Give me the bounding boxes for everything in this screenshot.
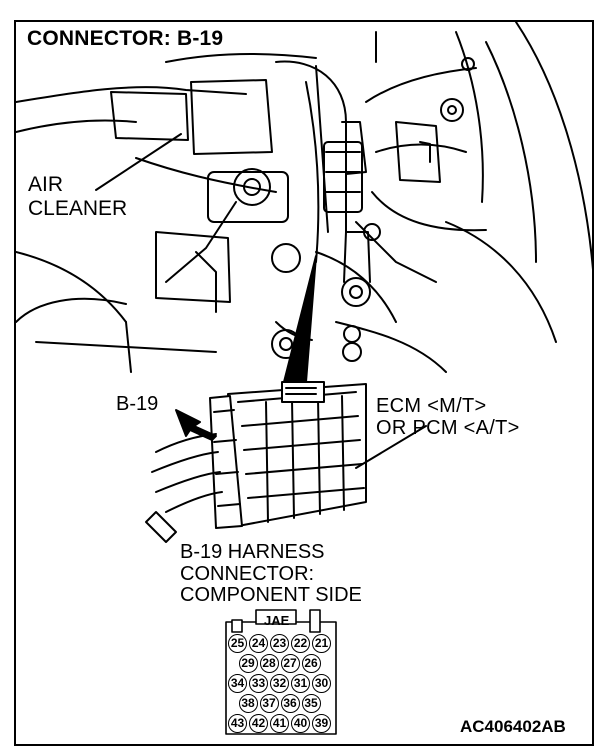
connector-pin: 41 <box>270 714 289 733</box>
connector-pin: 39 <box>312 714 331 733</box>
figure-code: AC406402AB <box>460 717 566 736</box>
connector-pin: 37 <box>259 694 279 713</box>
connector-pin: 40 <box>291 714 310 733</box>
connector-pin: 42 <box>249 714 268 733</box>
jae-label: JAE <box>264 613 290 628</box>
harness-label-line1: B-19 HARNESS <box>180 541 325 563</box>
ecm-label-line2: OR PCM <A/T> <box>376 417 520 439</box>
connector-pin: 22 <box>291 634 310 653</box>
connector-pin: 24 <box>249 634 268 653</box>
engine-bay-drawing <box>16 22 592 373</box>
b19-label: B-19 <box>116 393 159 415</box>
air-cleaner-label-line2: CLEANER <box>28 197 128 220</box>
connector-pin: 33 <box>249 674 268 693</box>
connector-pin: 43 <box>228 714 247 733</box>
connector-pin: 32 <box>270 674 289 693</box>
connector-pin: 26 <box>301 654 321 673</box>
connector-pin: 38 <box>238 694 258 713</box>
connector-pin: 31 <box>291 674 310 693</box>
connector-pin: 25 <box>228 634 247 653</box>
ecm-unit <box>145 381 367 543</box>
connector-pin: 27 <box>280 654 300 673</box>
b19-arrow <box>175 409 217 441</box>
connector-pin: 29 <box>238 654 258 673</box>
diagram-frame: CONNECTOR: B-19 AIR CLEANER B-19 ECM <M/… <box>14 20 594 746</box>
location-pointer <box>283 255 317 383</box>
air-cleaner-label-line1: AIR <box>28 173 64 196</box>
harness-label-line2: CONNECTOR: <box>180 563 315 585</box>
connector-pin: 23 <box>270 634 289 653</box>
harness-label-line3: COMPONENT SIDE <box>180 584 362 606</box>
connector-pin: 28 <box>259 654 279 673</box>
air-cleaner-leader <box>95 133 182 191</box>
connector-pin: 34 <box>228 674 247 693</box>
connector-pin: 21 <box>312 634 331 653</box>
connector-pin: 30 <box>312 674 331 693</box>
connector-pin: 35 <box>301 694 321 713</box>
ecm-label-line1: ECM <M/T> <box>376 395 487 417</box>
page-title: CONNECTOR: B-19 <box>24 28 227 49</box>
ecm-leader <box>355 425 427 469</box>
connector-pin: 36 <box>280 694 300 713</box>
